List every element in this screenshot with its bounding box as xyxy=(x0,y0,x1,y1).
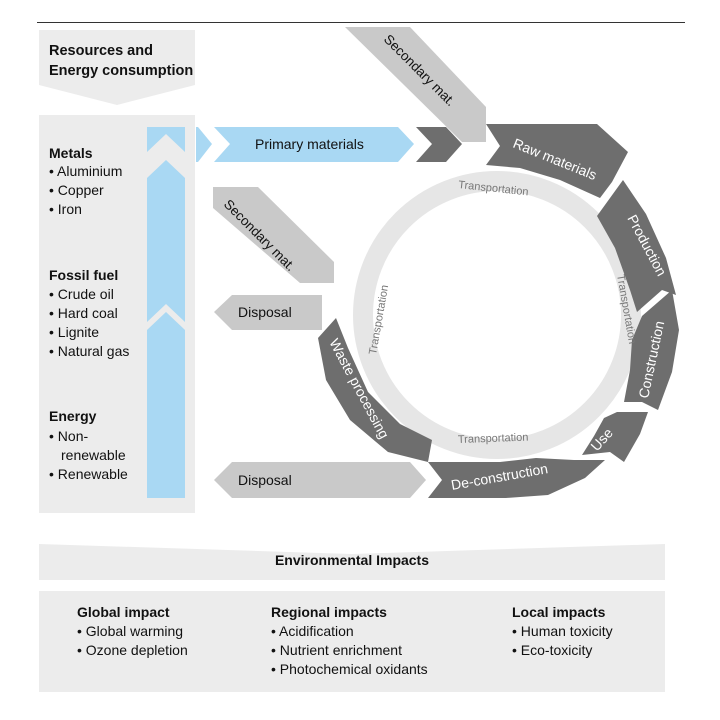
impact-column-local: Local impacts • Human toxicity • Eco-tox… xyxy=(512,603,613,660)
top-rule xyxy=(37,22,685,23)
list-item: • Copper xyxy=(49,182,104,198)
stage-production xyxy=(597,180,676,312)
list-item: • Lignite xyxy=(49,324,100,340)
list-item: • Non- xyxy=(49,428,89,444)
transport-bottom-label: Transportation xyxy=(458,432,529,446)
impact-column-regional: Regional impacts • Acidification • Nutri… xyxy=(271,603,428,679)
list-item: • Renewable xyxy=(49,466,128,482)
disposal-lower-arrow xyxy=(214,462,426,498)
secondary-top-arrow xyxy=(345,27,486,142)
primary-materials-label: Primary materials xyxy=(255,136,364,152)
impact-title: Local impacts xyxy=(512,604,606,620)
primary-to-raw-connector xyxy=(416,127,462,162)
impacts-header: Environmental Impacts xyxy=(39,544,665,580)
impact-column-global: Global impact • Global warming • Ozone d… xyxy=(77,603,188,660)
group-title-fossil-fuel: Fossil fuel xyxy=(49,267,119,283)
stage-construction xyxy=(624,290,679,410)
list-item: • Nutrient enrichment xyxy=(271,642,402,658)
group-title-metals: Metals xyxy=(49,145,93,161)
impact-title: Regional impacts xyxy=(271,604,387,620)
transport-ring xyxy=(353,171,641,459)
list-item: • Hard coal xyxy=(49,305,118,321)
stage-use xyxy=(582,412,648,462)
primary-materials-connector xyxy=(196,127,212,162)
list-item: • Crude oil xyxy=(49,286,114,302)
blue-column-segment-top xyxy=(147,127,185,152)
disposal-upper-arrow xyxy=(214,295,322,330)
resources-header-line-2: Energy consumption xyxy=(49,63,194,79)
stage-raw-materials xyxy=(486,124,628,198)
list-item: • Aluminium xyxy=(49,163,123,179)
resources-header-shape xyxy=(39,30,195,105)
list-item: • Global warming xyxy=(77,623,184,639)
impacts-header-shape xyxy=(39,544,665,580)
resources-panel: Metals • Aluminium • Copper • Iron Fossi… xyxy=(39,115,195,513)
list-item: • Human toxicity xyxy=(512,623,613,639)
primary-materials-arrow xyxy=(214,127,414,162)
stage-deconstruction xyxy=(428,458,605,498)
list-item: • Acidification xyxy=(271,623,354,639)
blue-column-segment-bottom xyxy=(147,312,185,498)
list-item: • Eco-toxicity xyxy=(512,642,593,658)
impacts-panel: Global impact • Global warming • Ozone d… xyxy=(39,591,665,692)
list-item: • Natural gas xyxy=(49,343,130,359)
list-item: renewable xyxy=(61,447,126,463)
list-item: • Photochemical oxidants xyxy=(271,661,428,677)
resources-header: Resources and Energy consumption xyxy=(39,30,195,105)
resources-header-line-1: Resources and xyxy=(49,43,153,59)
list-item: • Iron xyxy=(49,201,82,217)
disposal-lower-label: Disposal xyxy=(238,472,292,488)
blue-column-segment-middle xyxy=(147,160,185,322)
secondary-mid-arrow xyxy=(213,187,334,283)
stage-waste-processing xyxy=(318,318,432,462)
impacts-title: Environmental Impacts xyxy=(274,552,430,568)
impact-title: Global impact xyxy=(77,604,170,620)
disposal-upper-label: Disposal xyxy=(238,304,292,320)
group-title-energy: Energy xyxy=(49,408,97,424)
list-item: • Ozone depletion xyxy=(77,642,188,658)
